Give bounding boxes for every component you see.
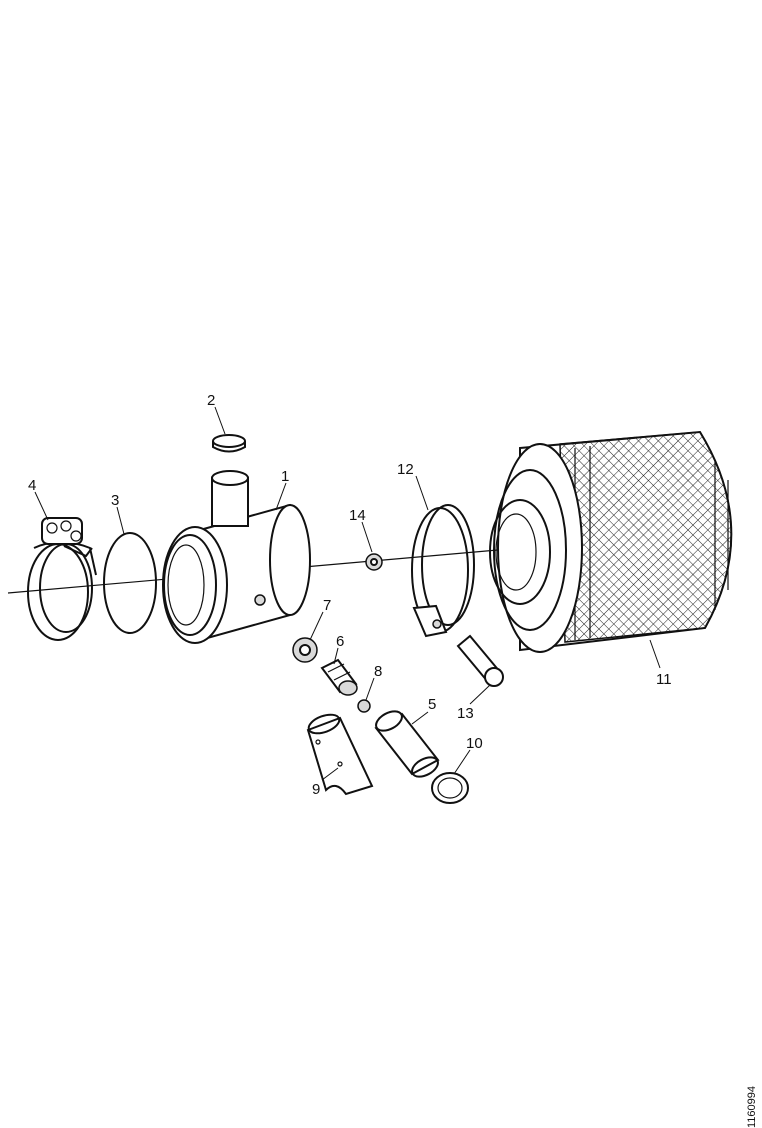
band-clamp [411,504,475,638]
callout-13: 13 [457,705,474,722]
callout-10: 10 [466,735,483,752]
hose-clamp-left [27,517,97,641]
callout-11: 11 [656,671,672,688]
callout-6: 6 [336,633,344,650]
bracket-pin [456,634,504,687]
callout-4: 4 [28,477,36,494]
air-inlet-housing [162,470,311,644]
nipple [320,658,358,696]
callout-7: 7 [323,597,331,614]
callout-8: 8 [374,663,382,680]
callout-1: 1 [281,468,289,485]
o-ring [103,532,157,634]
callout-12: 12 [397,461,414,478]
air-filter [489,430,733,653]
small-nut [357,699,371,713]
clamp-ring [431,772,469,804]
leader-lines [34,406,661,781]
split-sleeve [306,713,374,796]
callout-3: 3 [111,492,119,509]
callout-5: 5 [428,696,436,713]
sleeve [374,710,440,778]
document-number: 1160994 [746,1086,758,1128]
callout-14: 14 [349,507,366,524]
cap [212,434,246,453]
callout-9: 9 [312,781,320,798]
exploded-parts-diagram: 1 2 3 4 5 6 7 8 9 10 11 12 13 14 [7,392,733,804]
bolt-nut [365,553,383,571]
nut [292,637,318,663]
callout-2: 2 [207,392,215,409]
